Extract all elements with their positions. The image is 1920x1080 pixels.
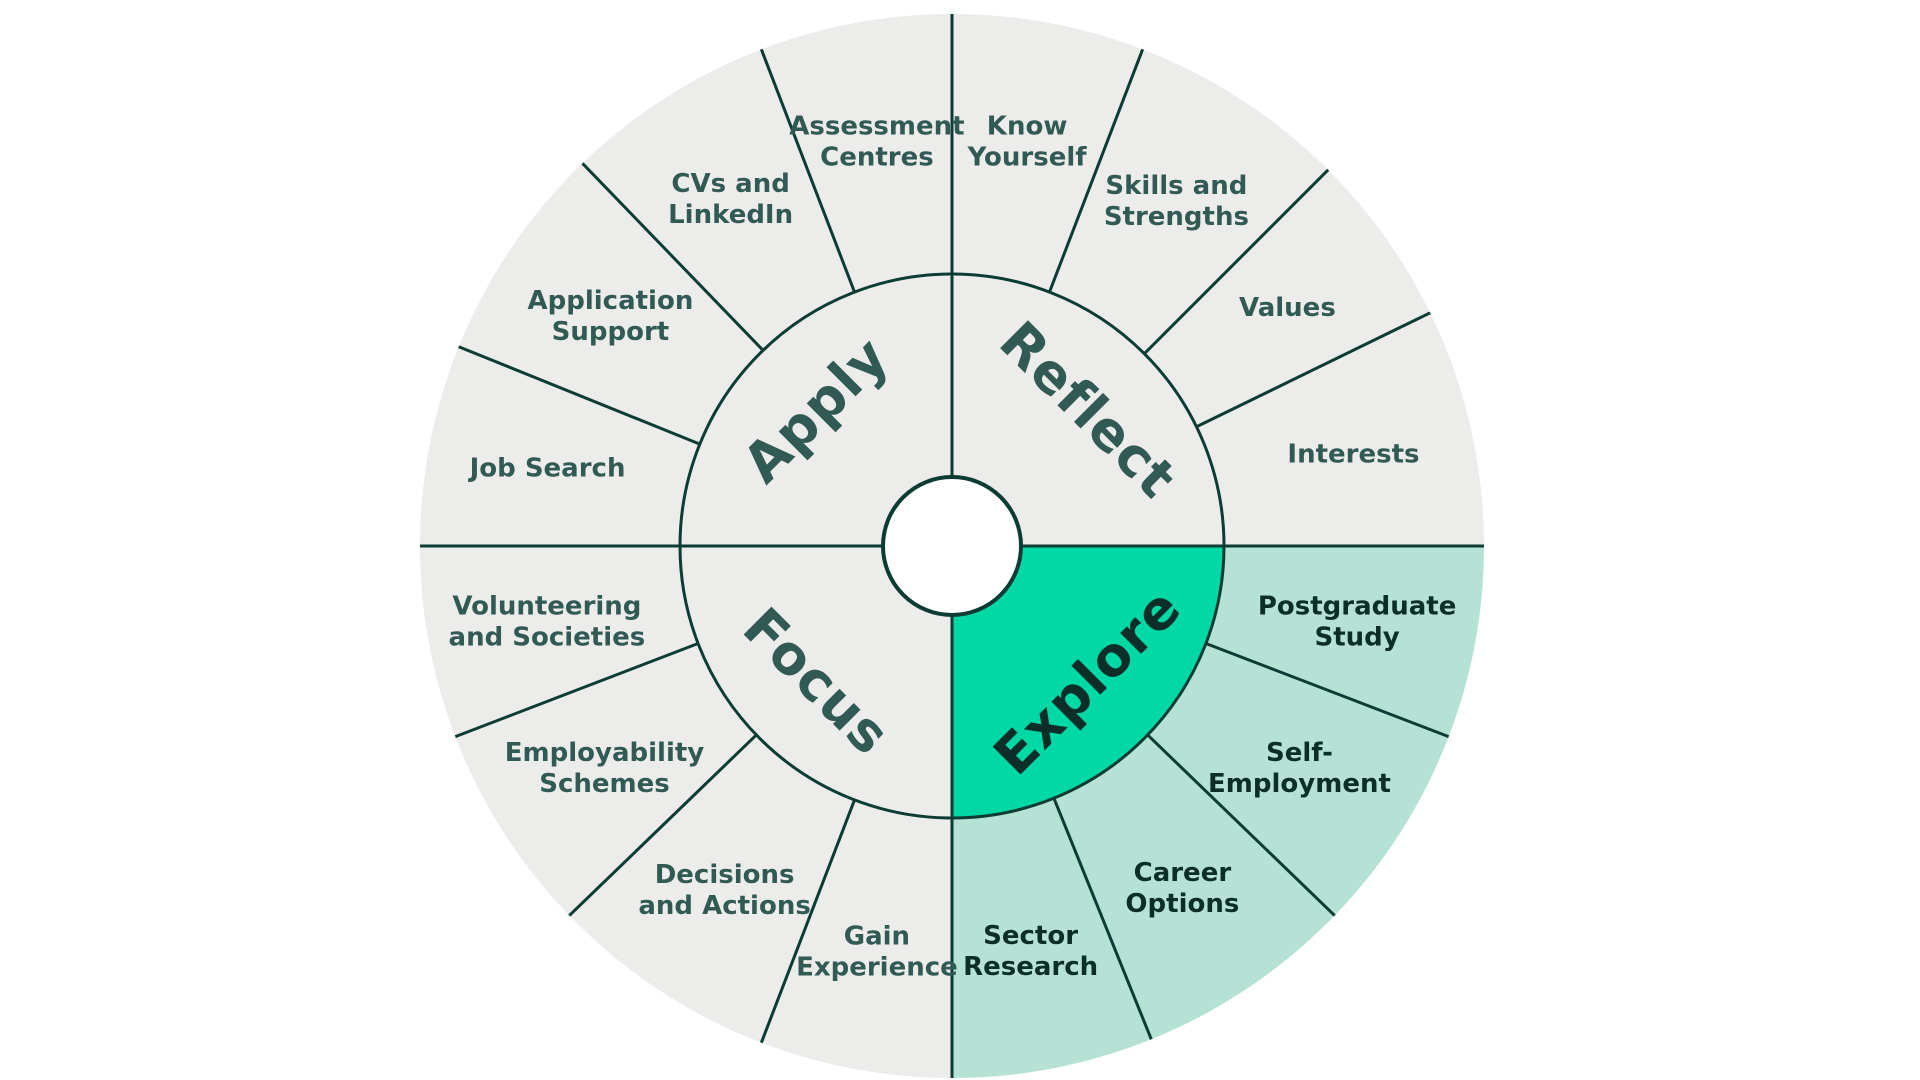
segment-label-employability-schemes: Schemes (539, 769, 669, 799)
segment-gain-experience[interactable] (761, 799, 952, 1078)
segment-label-cvs-and-linkedin: LinkedIn (668, 200, 793, 230)
segment-divider (568, 733, 758, 917)
segment-label-skills-and-strengths: Skills and (1105, 171, 1247, 201)
divider-lines (420, 14, 1484, 1078)
segment-label-self-employment: Self- (1266, 738, 1333, 768)
segment-divider (454, 642, 699, 739)
segment-volunteering-and-societies[interactable] (420, 546, 699, 737)
segment-divider (1048, 48, 1145, 293)
segment-job-search[interactable] (420, 346, 700, 546)
segment-interests[interactable] (1196, 312, 1484, 546)
segment-employability-schemes[interactable] (455, 643, 757, 916)
segment-sector-research[interactable] (952, 798, 1152, 1078)
segment-label-cvs-and-linkedin: CVs and (671, 169, 789, 199)
center-circle (881, 475, 1023, 617)
segment-assessment-centres[interactable] (761, 14, 952, 293)
segment-self-employment[interactable] (1147, 643, 1449, 916)
segment-divider (759, 799, 856, 1044)
segment-divider (1052, 797, 1153, 1040)
quadrant-focus[interactable] (680, 546, 952, 818)
segment-label-volunteering-and-societies: and Societies (449, 623, 646, 653)
segment-know-yourself[interactable] (952, 14, 1143, 293)
segment-label-know-yourself: Know (987, 111, 1068, 141)
segment-label-employability-schemes: Employability (505, 738, 705, 768)
segment-label-sector-research: Sector (983, 921, 1078, 951)
segment-label-self-employment: Employment (1208, 769, 1391, 799)
segment-divider (1205, 642, 1450, 739)
segment-label-career-options: Career (1134, 858, 1232, 888)
segment-values[interactable] (1144, 169, 1431, 427)
segment-label-know-yourself: Yourself (967, 142, 1088, 172)
quadrant-reflect[interactable] (952, 274, 1224, 546)
segment-application-support[interactable] (458, 163, 764, 445)
segment-label-values: Values (1239, 293, 1336, 323)
segment-label-volunteering-and-societies: Volunteering (452, 592, 641, 622)
inner-ring (680, 274, 1224, 818)
segment-divider (1195, 311, 1431, 429)
segment-decisions-and-actions[interactable] (569, 734, 855, 1043)
segment-label-assessment-centres: Centres (820, 142, 934, 172)
segment-skills-and-strengths[interactable] (1049, 49, 1329, 354)
segment-label-postgraduate-study: Postgraduate (1258, 592, 1457, 622)
segment-cvs-and-linkedin[interactable] (582, 49, 855, 351)
segment-postgraduate-study[interactable] (1205, 546, 1484, 737)
outer-ring (420, 14, 1484, 1078)
segment-label-career-options: Options (1125, 889, 1239, 919)
segment-label-gain-experience: Gain (844, 922, 910, 952)
segment-label-skills-and-strengths: Strengths (1104, 202, 1249, 232)
quadrant-apply[interactable] (680, 274, 952, 546)
segment-divider (1143, 168, 1330, 355)
segment-label-sector-research: Research (963, 952, 1098, 982)
segment-label-gain-experience: Experience (796, 953, 958, 983)
quadrant-explore[interactable] (952, 546, 1224, 818)
inner-ring-outline (678, 272, 1226, 820)
segment-label-decisions-and-actions: Decisions (655, 860, 795, 890)
segment-divider (759, 48, 856, 293)
segment-divider (1146, 733, 1336, 917)
segment-label-assessment-centres: Assessment (789, 111, 964, 141)
segment-label-decisions-and-actions: and Actions (638, 891, 810, 921)
segment-label-job-search: Job Search (468, 453, 626, 483)
segment-label-application-support: Support (552, 317, 670, 347)
segment-label-interests: Interests (1287, 439, 1419, 469)
segment-career-options[interactable] (1053, 734, 1335, 1040)
center-hub (881, 475, 1023, 617)
segment-label-postgraduate-study: Study (1314, 623, 1399, 653)
segment-divider (581, 162, 765, 352)
segment-divider (458, 345, 701, 446)
segment-label-application-support: Application (528, 286, 694, 316)
